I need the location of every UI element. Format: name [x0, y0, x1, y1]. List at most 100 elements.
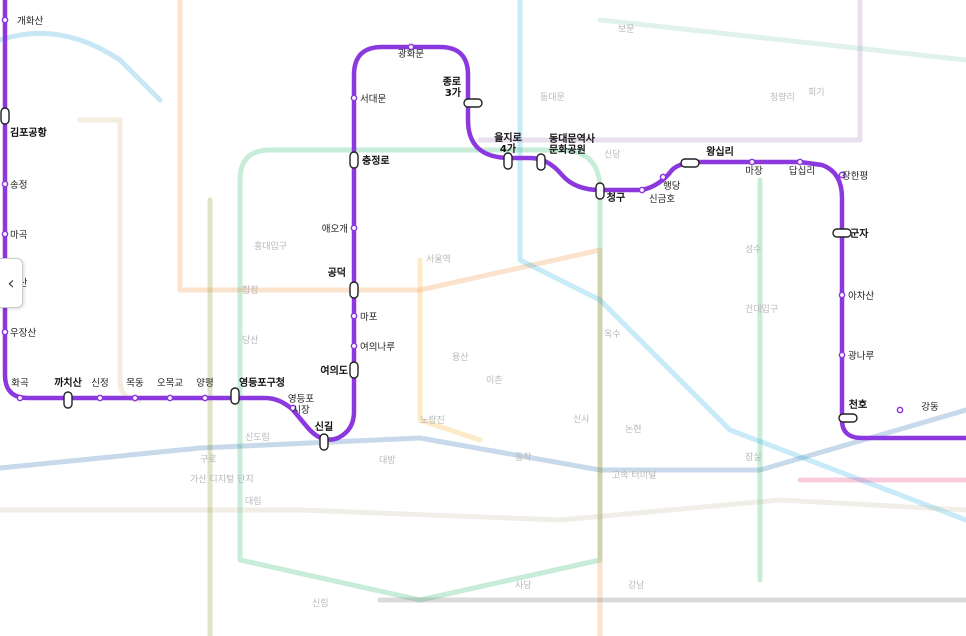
station-yeouinaru[interactable]: 여의나루 — [350, 341, 395, 353]
station-marker-gunja[interactable] — [832, 228, 852, 238]
bg-label-daebang: 대방 — [379, 455, 396, 466]
line-5-stations: 개화산김포공항송정마곡발산우장산화곡까치산신정목동오목교양평영등포구청영등포시장… — [0, 16, 939, 451]
station-marker-mokdong[interactable] — [131, 394, 139, 402]
station-cheonggu[interactable]: 청구 — [595, 182, 625, 204]
station-marker-achasan[interactable] — [838, 291, 846, 299]
station-marker-ydp_gu[interactable] — [230, 387, 240, 405]
station-achasan[interactable]: 아차산 — [838, 290, 874, 302]
station-marker-songjeong[interactable] — [1, 180, 9, 188]
station-marker-gimpo[interactable] — [0, 107, 10, 125]
station-marker-cheonggu[interactable] — [595, 182, 605, 200]
station-marker-magok[interactable] — [1, 230, 9, 238]
bg-label-seoulstation: 서울역 — [426, 254, 451, 265]
station-mokdong[interactable]: 목동 — [126, 378, 144, 402]
bg-label-sindorim: 신도림 — [245, 431, 270, 443]
station-marker-wangsimni[interactable] — [680, 158, 700, 168]
bg-label-gasan: 가산 디지털 단지 — [190, 473, 254, 485]
station-marker-singeumho[interactable] — [638, 186, 646, 194]
station-omokgyo[interactable]: 오목교 — [157, 378, 183, 402]
station-yangpyeong[interactable]: 양평 — [196, 378, 214, 402]
station-label-chungjeongno: 충정로 — [362, 154, 390, 167]
station-label-mapo: 마포 — [360, 312, 378, 323]
station-marker-mapo[interactable] — [350, 312, 358, 320]
station-marker-gaehwasan[interactable] — [1, 16, 9, 24]
station-label-gaehwasan: 개화산 — [17, 16, 43, 27]
station-gongdeok[interactable]: 공덕 — [328, 266, 359, 299]
station-label-sinjeong: 신정 — [91, 378, 108, 389]
station-gwangnaru[interactable]: 광나루 — [838, 350, 874, 362]
station-marker-janghanpyeong[interactable] — [838, 171, 846, 179]
station-singeumho[interactable]: 신금호 — [638, 186, 675, 205]
station-label-songjeong: 송정 — [10, 180, 27, 191]
station-haengdang[interactable]: 행당 — [659, 173, 681, 192]
station-mapo[interactable]: 마포 — [350, 312, 378, 323]
station-janghanpyeong[interactable]: 장한평 — [838, 171, 868, 182]
bg-label-dongjak: 동작 — [515, 452, 532, 463]
station-majang[interactable]: 마장 — [745, 158, 763, 177]
station-marker-majang[interactable] — [748, 158, 756, 166]
station-ujangsan[interactable]: 우장산 — [1, 328, 36, 339]
station-marker-yeouido[interactable] — [349, 361, 359, 379]
station-gwanghwamun[interactable]: 광화문 — [398, 43, 424, 60]
station-marker-ddp[interactable] — [536, 153, 546, 171]
station-wangsimni[interactable]: 왕십리 — [680, 145, 734, 168]
station-hwagok[interactable]: 화곡 — [11, 378, 29, 402]
station-label-seodaemun: 서대문 — [360, 94, 386, 105]
station-marker-ydp_market[interactable] — [289, 404, 297, 412]
bg-label-sillim: 신림 — [312, 597, 329, 609]
station-label-ydp_gu: 영등포구청 — [239, 376, 285, 389]
collapse-panel-button[interactable]: ‹ — [0, 258, 23, 308]
station-gunja[interactable]: 군자 — [832, 227, 869, 240]
station-seodaemun[interactable]: 서대문 — [350, 94, 386, 105]
station-kkachisan[interactable]: 까치산 — [54, 376, 83, 409]
station-dapsimni[interactable]: 답십리 — [789, 158, 815, 177]
station-cheonho[interactable]: 천호 — [838, 398, 867, 423]
station-marker-singil[interactable] — [319, 433, 329, 451]
station-songjeong[interactable]: 송정 — [1, 180, 27, 191]
station-label-yangpyeong: 양평 — [196, 378, 213, 389]
station-label-kkachisan: 까치산 — [54, 376, 82, 389]
station-magok[interactable]: 마곡 — [1, 230, 28, 241]
station-marker-seodaemun[interactable] — [350, 94, 358, 102]
station-marker-jongno3[interactable] — [463, 98, 483, 108]
station-marker-gwangnaru[interactable] — [838, 351, 846, 359]
station-label-achasan: 아차산 — [848, 290, 874, 302]
station-ydp_gu[interactable]: 영등포구청 — [230, 376, 285, 405]
station-marker-gwanghwamun[interactable] — [407, 43, 415, 51]
station-chungjeongno[interactable]: 충정로 — [349, 151, 390, 169]
station-marker-cheonho[interactable] — [838, 413, 858, 423]
station-marker-dapsimni[interactable] — [796, 158, 804, 166]
station-marker-omokgyo[interactable] — [166, 394, 174, 402]
bg-label-cheongnyangni: 청량리 — [770, 91, 795, 103]
station-marker-aeogae[interactable] — [350, 224, 358, 232]
station-gangdong[interactable]: 강동 — [896, 402, 939, 414]
station-marker-gongdeok[interactable] — [349, 281, 359, 299]
station-marker-gangdong[interactable] — [896, 406, 904, 414]
station-gaehwasan[interactable]: 개화산 — [1, 16, 43, 27]
station-marker-chungjeongno[interactable] — [349, 151, 359, 169]
station-marker-kkachisan[interactable] — [63, 391, 73, 409]
station-singil[interactable]: 신길 — [315, 420, 333, 451]
station-aeogae[interactable]: 애오개 — [322, 224, 358, 235]
station-marker-yeouinaru[interactable] — [350, 342, 358, 350]
station-marker-yangpyeong[interactable] — [201, 394, 209, 402]
station-marker-haengdang[interactable] — [659, 173, 667, 181]
station-marker-sinjeong[interactable] — [96, 394, 104, 402]
station-label-magok: 마곡 — [10, 230, 28, 241]
station-marker-euljiro4[interactable] — [503, 152, 513, 170]
station-label-gangdong: 강동 — [921, 402, 939, 413]
station-yeouido[interactable]: 여의도 — [320, 361, 359, 379]
station-sinjeong[interactable]: 신정 — [91, 378, 109, 402]
station-marker-ujangsan[interactable] — [1, 328, 9, 336]
station-marker-hwagok[interactable] — [16, 394, 24, 402]
station-label-hwagok: 화곡 — [11, 378, 29, 389]
station-gimpo[interactable]: 김포공항 — [0, 107, 48, 139]
